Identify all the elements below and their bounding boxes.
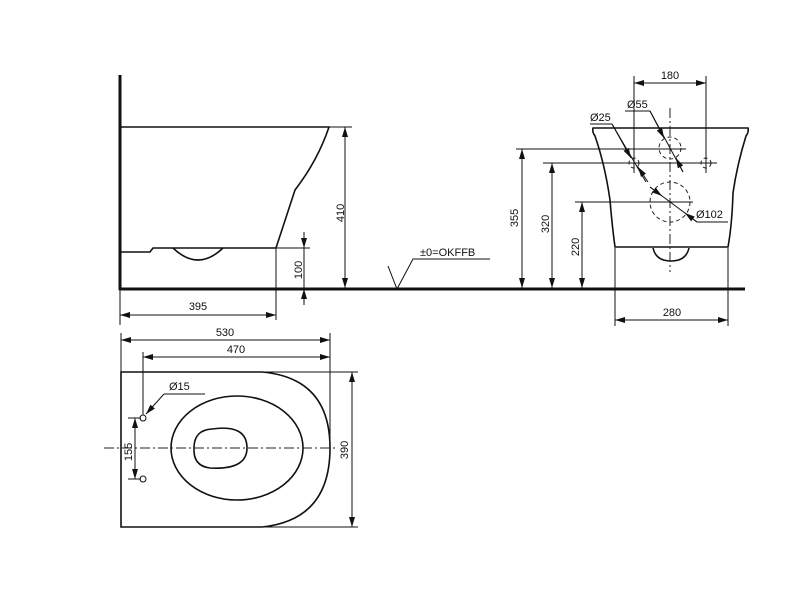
label-d15: Ø15 — [169, 381, 190, 393]
dim-label-155: 155 — [123, 443, 135, 461]
leader-d25 — [590, 123, 647, 183]
dim-label-395: 395 — [189, 301, 207, 313]
dim-label-320: 320 — [540, 215, 552, 233]
dim-label-530: 530 — [216, 327, 234, 339]
dim-label-280: 280 — [663, 307, 681, 319]
dim-label-180: 180 — [661, 70, 679, 82]
dim-label-355: 355 — [509, 209, 521, 227]
front-spout — [652, 247, 690, 262]
plan-outline — [120, 371, 331, 528]
side-profile — [120, 126, 331, 253]
label-d102: Ø102 — [696, 209, 723, 221]
label-d55: Ø55 — [627, 99, 648, 111]
label-d25: Ø25 — [590, 112, 611, 124]
dim-label-470: 470 — [227, 344, 245, 356]
front-profile — [591, 127, 750, 248]
dim-label-220: 220 — [570, 238, 582, 256]
side-bowl-outlet — [172, 247, 224, 261]
plan-view: 530 470 Ø15 155 390 — [104, 327, 358, 528]
water-inlet-hole — [658, 136, 682, 160]
plan-bowl-opening — [193, 427, 248, 469]
side-view: 410 100 395 ±0=OKFFB — [119, 126, 490, 325]
dim-label-410: 410 — [335, 204, 347, 222]
front-view: 180 Ø25 Ø55 Ø102 355 320 220 280 — [509, 70, 750, 326]
floor-level-symbol — [387, 258, 490, 291]
dim-label-390: 390 — [339, 441, 351, 459]
dim-label-100: 100 — [293, 261, 305, 279]
floor-level-label: ±0=OKFFB — [420, 247, 475, 259]
